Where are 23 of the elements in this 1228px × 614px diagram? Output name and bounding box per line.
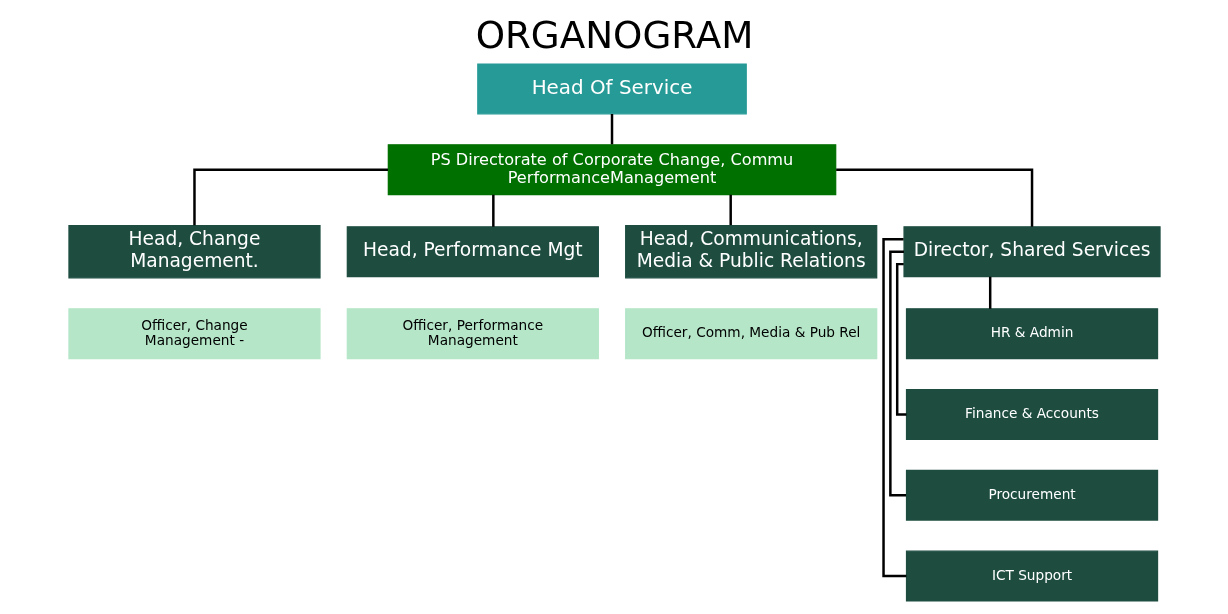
node-box: Finance & Accounts <box>905 389 1158 440</box>
node-box: ICT Support <box>905 550 1158 602</box>
node-box: Head, Communications, Media & Public Relations <box>624 225 877 279</box>
node-box: Head, Performance Mgt <box>346 226 599 278</box>
connector <box>192 168 388 226</box>
connector <box>491 194 495 227</box>
node-box: HR & Admin <box>905 308 1158 360</box>
node-box: Officer, Performance Management <box>346 308 599 360</box>
node-box: Officer, Change Management - <box>67 308 321 360</box>
node-box: Head Of Service <box>476 63 747 115</box>
connector <box>988 276 991 309</box>
diagram-title: ORGANOGRAM <box>475 12 753 57</box>
node-box: Head, Change Management. <box>67 225 321 279</box>
connector <box>610 114 613 145</box>
connector <box>895 262 906 416</box>
node-box: Procurement <box>905 469 1158 521</box>
node-box: Director, Shared Services <box>902 226 1161 278</box>
connector <box>888 250 906 497</box>
connector <box>881 238 906 578</box>
connector <box>728 194 732 226</box>
connector <box>835 168 1033 227</box>
node-box: PS Directorate of Corporate Change, Commu PerformanceManagement <box>387 144 836 196</box>
node-box: Officer, Comm, Media & Pub Rel <box>624 308 877 360</box>
